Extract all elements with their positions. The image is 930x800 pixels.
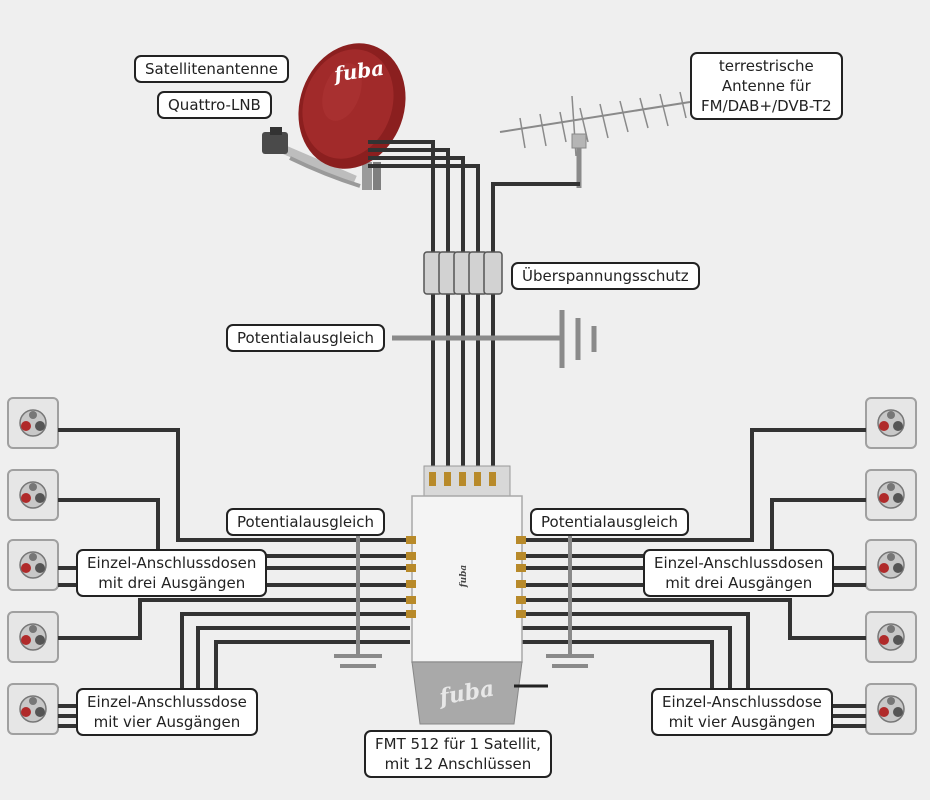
lnb-label: Quattro-LNB [157,91,272,119]
right-four-outputs-label: Einzel-Anschlussdose mit vier Ausgängen [651,688,833,736]
multiswitch: fuba fuba [406,465,548,725]
socket-left-3 [7,539,59,591]
socket-left-4 [7,611,59,663]
socket-right-2 [865,469,917,521]
top-ground [392,310,597,368]
satellite-dish: fuba [262,43,406,190]
right-sockets [865,397,917,735]
socket-left-2 [7,469,59,521]
socket-right-3 [865,539,917,591]
left-sockets [7,397,59,735]
left-four-outputs-label: Einzel-Anschlussdose mit vier Ausgängen [76,688,258,736]
terrestrial-antenna [499,91,691,188]
socket-right-5 [865,683,917,735]
socket-right-4 [865,611,917,663]
ground-top-label: Potentialausgleich [226,324,386,352]
terrestrial-antenna-label: terrestrische Antenne für FM/DAB+/DVB-T2 [690,52,843,120]
surge-protector-label: Überspannungsschutz [511,262,700,290]
left-three-outputs-label: Einzel-Anschlussdosen mit drei Ausgängen [76,549,268,597]
ground-left-label: Potentialausgleich [226,508,386,536]
sat-antenna-label: Satellitenantenne [134,55,289,83]
ground-right-label: Potentialausgleich [530,508,690,536]
socket-right-1 [865,397,917,449]
socket-left-5 [7,683,59,735]
multiswitch-label: FMT 512 für 1 Satellit, mit 12 Anschlüss… [364,730,552,778]
feed-cables [368,140,580,470]
right-ground [546,530,594,668]
surge-protectors [423,251,503,295]
switch-label-logo: fuba [459,565,469,589]
right-three-outputs-label: Einzel-Anschlussdosen mit drei Ausgängen [643,549,835,597]
left-ground [334,530,382,668]
socket-left-1 [7,397,59,449]
